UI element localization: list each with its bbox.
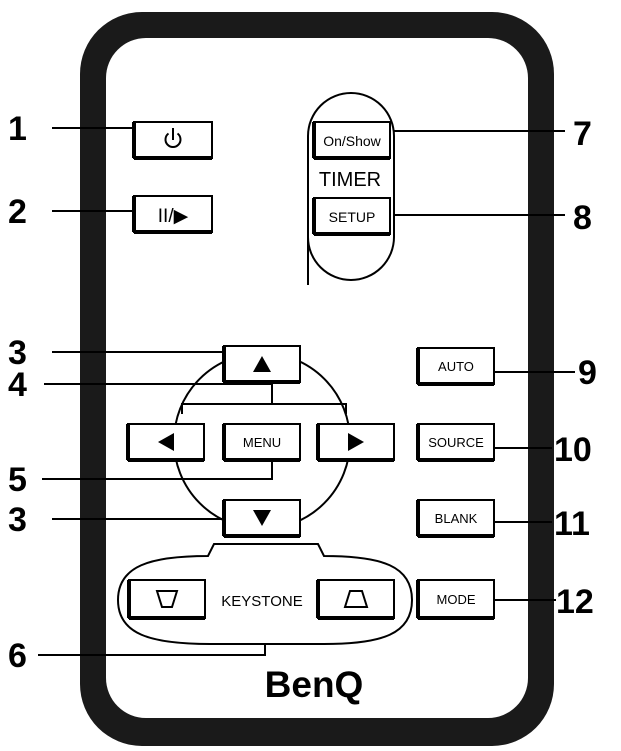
blank-button[interactable]: BLANK <box>416 499 495 538</box>
leader-line-4-bracket <box>181 403 347 414</box>
callout-12: 12 <box>556 583 594 621</box>
pause-play-label: II/▶ <box>158 206 189 227</box>
left-button[interactable] <box>126 423 205 462</box>
menu-label: MENU <box>243 435 281 450</box>
callout-1: 1 <box>8 110 27 148</box>
setup-button[interactable]: SETUP <box>312 197 391 236</box>
callout-4: 4 <box>8 366 27 404</box>
on-show-label: On/Show <box>323 133 381 149</box>
timer-group: On/Show TIMER SETUP <box>307 92 395 285</box>
keystone-up-button[interactable] <box>316 579 395 620</box>
down-arrow-icon <box>253 510 271 526</box>
left-arrow-icon <box>158 433 174 451</box>
pause-play-button[interactable]: II/▶ <box>132 195 213 234</box>
callout-3-up: 3 <box>8 334 27 372</box>
callout-8: 8 <box>573 199 592 237</box>
blank-label: BLANK <box>435 511 478 526</box>
right-button[interactable] <box>316 423 395 462</box>
auto-button[interactable]: AUTO <box>416 347 495 386</box>
mode-label: MODE <box>437 592 476 607</box>
callout-11: 11 <box>554 505 590 543</box>
up-button[interactable] <box>222 345 301 384</box>
callout-9: 9 <box>578 354 597 392</box>
callout-3-down: 3 <box>8 501 27 539</box>
keystone-label: KEYSTONE <box>221 593 302 610</box>
mode-button[interactable]: MODE <box>416 579 495 620</box>
source-button[interactable]: SOURCE <box>416 423 495 462</box>
callout-10: 10 <box>554 431 592 469</box>
menu-button[interactable]: MENU <box>222 423 301 462</box>
keystone-trapezoid-icon <box>343 590 369 608</box>
on-show-button[interactable]: On/Show <box>312 121 391 160</box>
brand-logo: BenQ <box>265 664 364 705</box>
up-arrow-icon <box>253 356 271 372</box>
right-arrow-icon <box>348 433 364 451</box>
auto-label: AUTO <box>438 359 474 374</box>
keystone-group: KEYSTONE <box>116 543 414 645</box>
callout-5: 5 <box>8 461 27 499</box>
callout-7: 7 <box>573 115 592 153</box>
down-button[interactable] <box>222 499 301 538</box>
timer-label: TIMER <box>319 169 381 191</box>
power-button[interactable] <box>132 121 213 160</box>
keystone-inverted-trapezoid-icon <box>155 590 179 608</box>
source-label: SOURCE <box>428 435 484 450</box>
callout-6: 6 <box>8 637 27 675</box>
setup-label: SETUP <box>329 209 376 225</box>
callout-2: 2 <box>8 193 27 231</box>
keystone-down-button[interactable] <box>127 579 206 620</box>
power-icon <box>164 128 182 148</box>
